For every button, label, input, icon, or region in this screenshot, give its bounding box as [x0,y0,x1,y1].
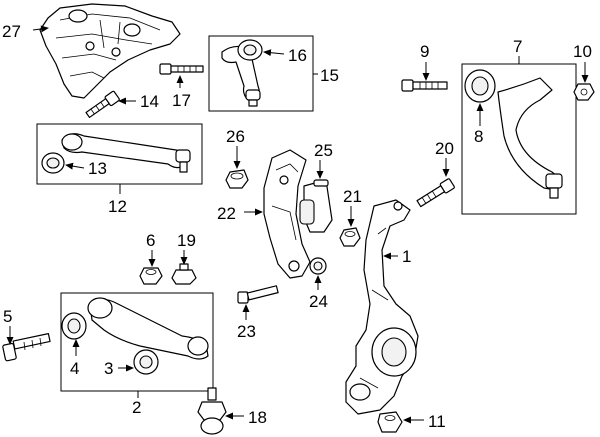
callout-20: 20 [435,139,454,158]
callout-2: 2 [132,398,141,417]
bolt-part-20 [416,178,455,208]
callout-13: 13 [88,159,107,178]
ball-joint-part-18 [197,387,227,435]
callout-25: 25 [314,141,333,160]
nut-part-24 [309,257,327,275]
callout-18: 18 [248,408,267,427]
callout-14: 14 [140,92,159,111]
callout-16: 16 [288,46,307,65]
callout-12: 12 [108,197,127,216]
callout-26: 26 [226,127,245,146]
nut-part-21 [339,227,361,247]
callout-9: 9 [420,42,429,61]
leader-16 [263,49,285,57]
nut-part-19 [171,263,197,285]
sensor-part-25 [299,179,333,233]
callout-10: 10 [573,42,592,61]
bolt-part-23 [237,285,279,304]
steering-knuckle-part-1 [345,199,419,415]
callout-4: 4 [70,359,79,378]
group-box-2 [60,292,214,392]
lower-control-arm-part-2 [61,297,209,375]
nut-part-10 [573,83,595,101]
callout-11: 11 [428,412,446,431]
subframe-part-27 [39,3,181,99]
callout-6: 6 [146,231,155,250]
upper-link-part-15 [221,39,263,107]
callout-3: 3 [104,359,113,378]
bolt-part-14 [85,90,120,119]
callout-24: 24 [309,292,328,311]
nut-part-6 [139,267,163,285]
callout-27: 27 [2,22,21,41]
callout-15: 15 [320,66,339,85]
callout-8: 8 [474,127,483,146]
callout-1: 1 [402,247,411,266]
callout-17: 17 [172,91,191,110]
callout-5: 5 [3,307,12,326]
callout-22: 22 [217,204,236,223]
leader-27 [32,25,49,33]
nut-part-11 [377,411,403,433]
nut-part-26 [225,169,249,189]
callout-7: 7 [513,37,522,56]
callout-21: 21 [343,187,362,206]
callout-19: 19 [177,231,196,250]
bolt-part-9 [401,79,448,92]
leader-13 [65,162,85,170]
bolt-part-17 [159,63,204,75]
upper-control-arm-part-7 [464,69,563,199]
callout-23: 23 [237,322,256,341]
bracket-part-22 [263,149,311,279]
tension-strut-part-12 [41,133,191,174]
